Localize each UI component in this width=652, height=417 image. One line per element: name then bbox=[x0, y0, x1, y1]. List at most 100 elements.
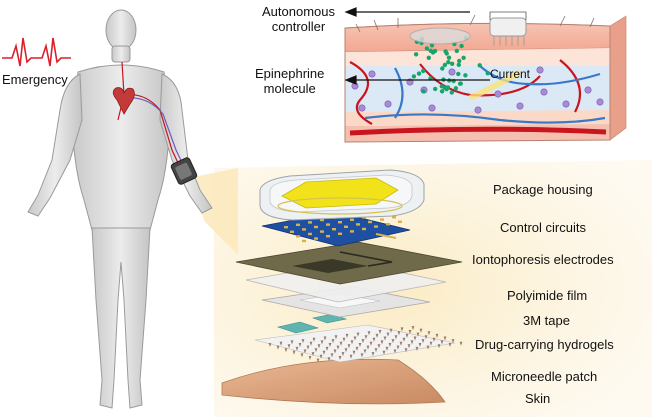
epinephrine-molecule bbox=[458, 81, 463, 86]
microneedle bbox=[345, 333, 349, 338]
tissue-cell bbox=[358, 104, 366, 112]
layer-label-polyimide-film: Polyimide film bbox=[507, 288, 588, 303]
microneedle bbox=[426, 345, 430, 350]
electrode-layer bbox=[235, 241, 463, 285]
epinephrine-molecule bbox=[416, 71, 422, 76]
microneedle bbox=[356, 332, 360, 337]
microneedle bbox=[352, 350, 356, 355]
epinephrine-molecule bbox=[421, 89, 426, 94]
epinephrine-molecule bbox=[446, 60, 451, 65]
epinephrine-molecule bbox=[450, 61, 455, 66]
microneedle bbox=[394, 335, 398, 340]
pcb-component bbox=[374, 225, 378, 228]
pcb-component bbox=[308, 232, 312, 236]
microneedle bbox=[396, 345, 400, 350]
epinephrine-molecule bbox=[424, 46, 430, 51]
pcb-component bbox=[386, 223, 390, 226]
tissue-cell bbox=[596, 98, 604, 106]
microneedle bbox=[316, 358, 320, 363]
microneedle bbox=[393, 349, 397, 354]
tissue-cell bbox=[428, 104, 436, 112]
microneedle bbox=[363, 349, 367, 354]
epinephrine-molecule bbox=[426, 55, 431, 60]
microneedle bbox=[311, 352, 315, 357]
tissue-cell bbox=[368, 70, 376, 78]
microneedle bbox=[308, 356, 312, 360]
microneedle bbox=[416, 332, 420, 337]
pcb-component bbox=[302, 228, 306, 231]
pcb-component bbox=[326, 235, 330, 238]
ecg-icon bbox=[2, 37, 71, 67]
tissue-cell bbox=[384, 100, 392, 108]
epinephrine-molecule bbox=[413, 52, 419, 57]
tissue-cell bbox=[448, 68, 456, 76]
microneedle bbox=[411, 326, 415, 331]
microneedle bbox=[300, 353, 304, 358]
microneedle bbox=[410, 340, 414, 345]
microneedle bbox=[407, 344, 411, 349]
microneedle bbox=[330, 353, 334, 358]
microneedle bbox=[341, 352, 345, 357]
microneedle bbox=[377, 344, 381, 349]
epinephrine-molecule bbox=[459, 43, 464, 49]
epinephrine-molecule bbox=[445, 85, 451, 90]
pcb-component bbox=[320, 230, 324, 233]
epinephrine-molecule bbox=[433, 86, 438, 92]
microneedle bbox=[459, 341, 463, 346]
microneedle bbox=[287, 344, 291, 349]
epinephrine-molecule bbox=[439, 89, 445, 94]
pcb-component bbox=[362, 227, 366, 231]
microneedle bbox=[342, 337, 346, 342]
microneedle bbox=[360, 353, 364, 358]
microneedle bbox=[415, 346, 419, 351]
current-glow bbox=[468, 69, 522, 101]
epinephrine-molecule bbox=[453, 86, 459, 91]
epinephrine-molecule bbox=[430, 50, 436, 55]
tissue-cell bbox=[540, 88, 548, 96]
pcb-component bbox=[290, 230, 294, 233]
microneedle bbox=[385, 346, 389, 351]
microneedle bbox=[364, 335, 368, 340]
microneedle bbox=[350, 340, 354, 345]
epinephrine-molecule bbox=[456, 71, 461, 77]
layer-label-3m-tape: 3M tape bbox=[523, 313, 570, 328]
pcb-component bbox=[326, 223, 330, 226]
microneedle bbox=[448, 343, 452, 347]
microneedle bbox=[402, 337, 406, 342]
pcb-component bbox=[338, 221, 342, 224]
tissue-cell bbox=[536, 66, 544, 74]
microneedle bbox=[386, 332, 390, 337]
epinephrine-molecule bbox=[449, 90, 454, 95]
pcb-component bbox=[356, 223, 360, 226]
microneedle bbox=[366, 345, 370, 350]
layer-label-control-circuits: Control circuits bbox=[500, 220, 586, 235]
microneedle bbox=[405, 333, 409, 338]
microneedle bbox=[320, 340, 324, 345]
microneedle bbox=[349, 354, 353, 359]
epinephrine-molecule bbox=[485, 71, 490, 76]
pcb-component bbox=[314, 225, 318, 229]
epinephrine-molecule bbox=[477, 63, 482, 68]
microneedle bbox=[435, 333, 439, 338]
emergency-label: Emergency bbox=[2, 72, 68, 87]
epinephrine-molecule bbox=[461, 55, 466, 60]
tissue-cell bbox=[584, 86, 592, 94]
microneedle bbox=[375, 333, 379, 338]
skin-layer bbox=[221, 358, 446, 405]
microneedle bbox=[284, 348, 288, 353]
microneedle bbox=[437, 344, 441, 349]
microneedle bbox=[276, 345, 280, 350]
pcb-component bbox=[368, 220, 372, 224]
pcb-component bbox=[320, 218, 324, 222]
microneedle bbox=[408, 330, 412, 334]
microneedle bbox=[306, 345, 310, 350]
microneedle bbox=[391, 339, 395, 344]
microneedle bbox=[290, 340, 294, 345]
microneedle bbox=[319, 354, 323, 359]
microneedle bbox=[325, 346, 329, 351]
microneedle bbox=[397, 331, 401, 336]
autonomous-controller-device bbox=[409, 11, 527, 46]
pcb-component bbox=[398, 220, 402, 223]
microneedle bbox=[295, 346, 299, 351]
tissue-cell bbox=[516, 102, 524, 110]
